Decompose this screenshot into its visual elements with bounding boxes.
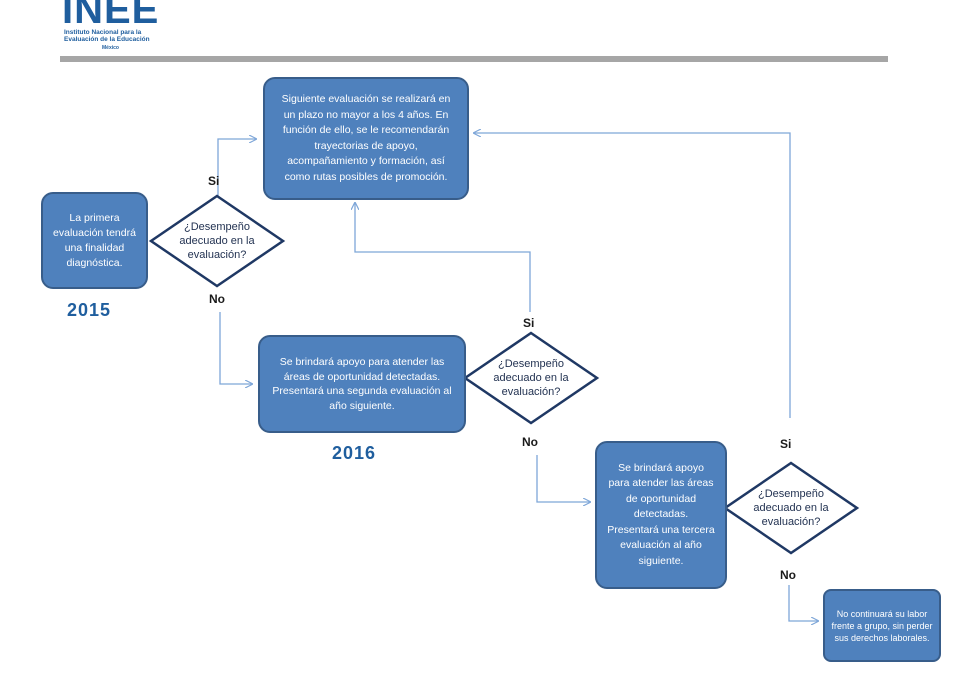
decision-text-1: ¿Desempeño adecuado en la evaluación? — [179, 221, 255, 261]
connector-d2-no — [536, 455, 590, 502]
third-evaluation-text: Se brindará apoyo para atender las áreas… — [607, 461, 715, 567]
logo-country: México — [102, 45, 119, 51]
first-evaluation-box: La primera evaluación tendrá una finalid… — [41, 192, 148, 289]
label-no-1: No — [209, 292, 225, 306]
decision-text-2: ¿Desempeño adecuado en la evaluación? — [493, 358, 569, 398]
label-si-1: Si — [208, 174, 220, 188]
second-evaluation-text: Se brindará apoyo para atender las áreas… — [272, 356, 452, 412]
no-continue-box: No continuará su labor frente a grupo, s… — [823, 589, 941, 662]
connector-d1-si — [217, 139, 256, 196]
connector-d3-no — [788, 585, 818, 621]
connector-d1-no — [219, 312, 252, 384]
label-si-2: Si — [523, 316, 535, 330]
logo-line-1: Instituto Nacional para la — [64, 29, 142, 36]
year-2016: 2016 — [332, 443, 377, 463]
first-evaluation-text: La primera evaluación tendrá una finalid… — [53, 211, 136, 269]
label-si-3: Si — [780, 437, 792, 451]
decision-text-3: ¿Desempeño adecuado en la evaluación? — [753, 488, 829, 528]
connector-d3-si — [474, 133, 791, 418]
decision-diamond-2 — [462, 331, 600, 425]
next-evaluation-text: Siguiente evaluación se realizará en un … — [281, 93, 451, 183]
connector-d2-si — [355, 203, 531, 312]
logo-line-2: Evaluación de la Educación — [64, 36, 150, 43]
label-no-2: No — [522, 435, 538, 449]
inee-logo: INEE — [62, 0, 160, 32]
no-continue-text: No continuará su labor frente a grupo, s… — [831, 608, 933, 643]
third-evaluation-box: Se brindará apoyo para atender las áreas… — [595, 441, 727, 589]
header-divider — [60, 56, 888, 62]
decision-diamond-1 — [148, 194, 286, 288]
year-2015: 2015 — [67, 300, 112, 320]
decision-diamond-3 — [722, 461, 860, 555]
next-evaluation-box: Siguiente evaluación se realizará en un … — [263, 77, 469, 200]
label-no-3: No — [780, 568, 796, 582]
second-evaluation-box: Se brindará apoyo para atender las áreas… — [258, 335, 466, 433]
